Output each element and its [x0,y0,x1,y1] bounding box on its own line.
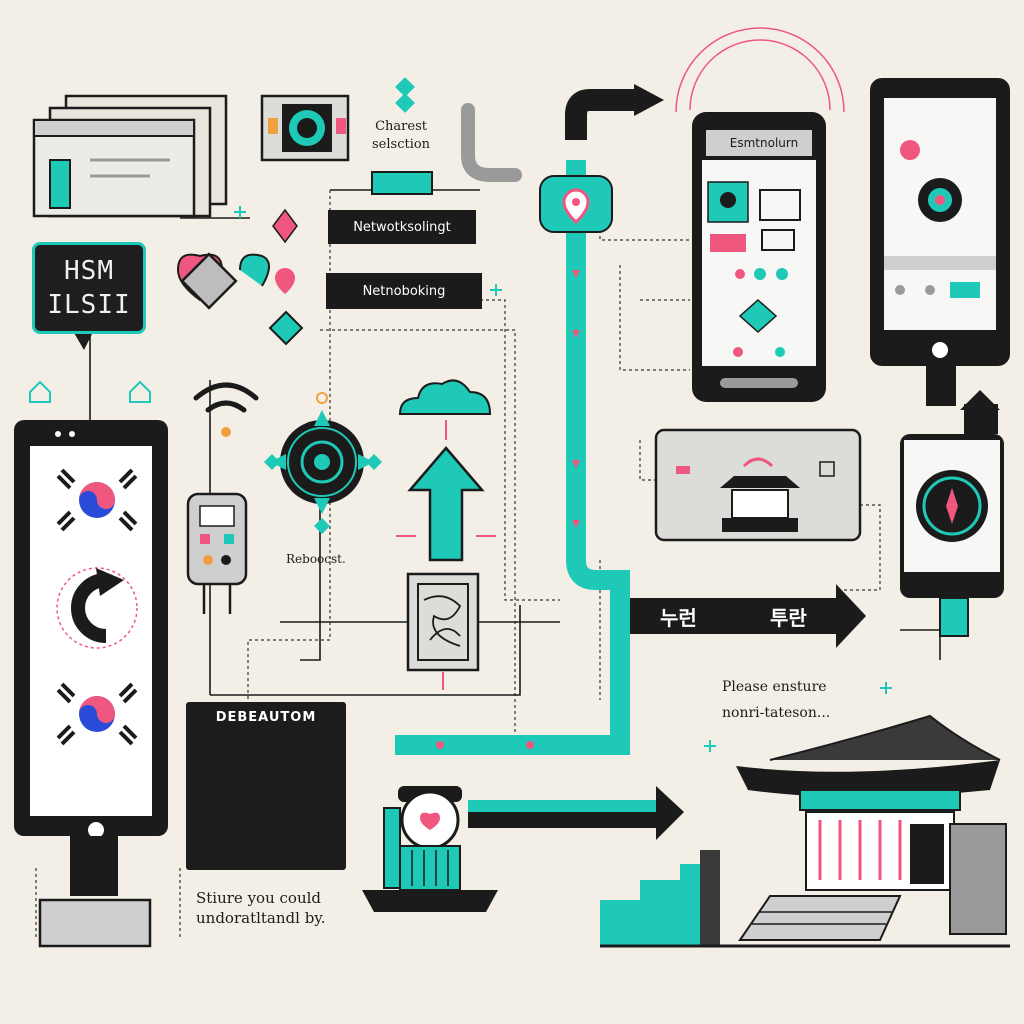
notice-line-1: Please ensture [722,679,827,695]
debug-card: DEBEAUTOM [186,702,346,870]
korean-label-right: 투란 [770,606,807,630]
hsm-panel: HSM ILSII [32,242,146,334]
teal-bar [371,171,433,195]
wifi-icon [193,382,259,437]
charset-line-1: Charest [375,119,427,134]
networking-settings-label: Netwotksolingt [353,219,451,235]
cloud-icon [398,379,492,415]
debug-title: DEBEAUTOM [215,710,317,725]
pipeline-markers [436,270,580,749]
carved-tablet [406,572,480,690]
upload-arrow [396,420,496,562]
korean-label-left: 누런 [660,606,697,630]
hsm-line-1: HSM [64,256,114,286]
charset-line-2: selsction [372,137,431,152]
mandala-icon [264,392,382,534]
hanok-building-icon [600,714,1010,948]
korean-arrow [630,584,866,648]
hsm-line-2: ILSII [47,290,131,320]
networking-settings-button[interactable]: Netwotksolingt [328,210,476,244]
networking-label: Netnoboking [362,283,446,299]
notice-line-2: nonri-tateson... [722,705,831,721]
phone-screen-title: Esmtnolurn [729,136,799,150]
heart-icon [176,252,270,310]
taegeuk-flag-icon-lower [56,682,138,746]
right-phone-top [870,78,1010,434]
location-pin-icon [562,188,590,224]
lower-arrow [468,786,684,840]
chip-panel [260,94,350,162]
main-pipeline [395,84,664,755]
reboot-label: Reboocst. [286,552,346,566]
taegeuk-flag-icon [56,468,138,532]
cable-hook [461,103,522,182]
flow-diamonds [268,208,304,346]
bottom-line-2: undoratltandl by. [196,909,326,927]
hanok-panel [654,428,862,542]
refresh-arrow-icon [56,567,138,649]
teal-knot-icon [395,77,415,113]
networking-button[interactable]: Netnoboking [326,273,482,309]
remote-device [186,492,248,614]
house-icons [29,380,151,403]
dotted-connectors [35,190,881,940]
bottom-line-1: Stiure you could [196,889,322,907]
center-phone [675,27,845,402]
stacked-windows [32,94,228,218]
sparkle-icons [234,206,892,752]
notice-text: Please ensture nonri-tateson... [722,674,830,726]
charset-selection-label: Charest selsction [372,118,430,154]
gateway-stand [362,786,498,912]
right-phone-bottom [900,434,1004,637]
bottom-caption: Stiure you could undoratltandl by. [196,888,326,928]
